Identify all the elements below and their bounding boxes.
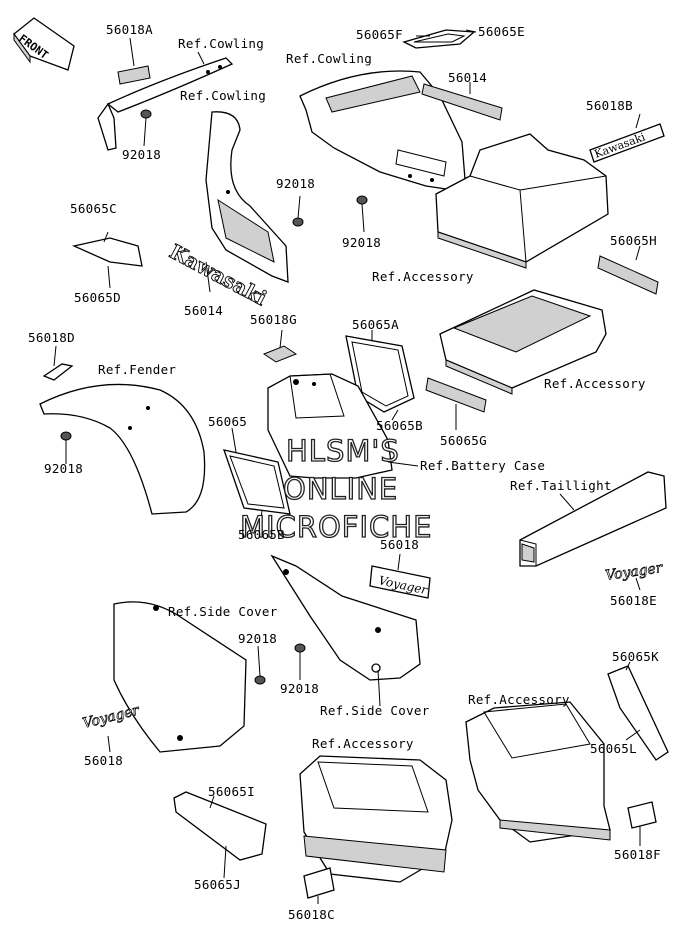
- label-56065L: 56065L: [590, 741, 637, 756]
- label-56018B: 56018B: [586, 98, 633, 113]
- label-56018E: 56018E: [610, 593, 657, 608]
- label-56018F: 56018F: [614, 847, 661, 862]
- leader-lines: [53, 29, 641, 904]
- part-56018C: [303, 867, 335, 899]
- label-92018-b: 92018: [276, 176, 316, 191]
- label-ref-cowling-3: Ref.Cowling: [180, 88, 267, 103]
- watermark-line-2: ONLINE: [282, 472, 399, 506]
- svg-text:Voyager: Voyager: [81, 702, 142, 732]
- part-56018G: [262, 345, 298, 363]
- grommet-92018-b: [292, 217, 304, 227]
- label-56065C: 56065C: [70, 201, 117, 216]
- label-56018A: 56018A: [106, 22, 153, 37]
- label-ref-cowling-2: Ref.Cowling: [286, 51, 373, 66]
- label-ref-cowling-1: Ref.Cowling: [178, 36, 265, 51]
- label-56065D: 56065D: [74, 290, 121, 305]
- grommet-92018-a: [140, 109, 152, 119]
- label-ref-taillight: Ref.Taillight: [510, 478, 612, 493]
- label-56018-center: 56018: [380, 537, 420, 552]
- watermark-line-1: HLSM'S: [285, 434, 400, 468]
- label-92018-a: 92018: [122, 147, 162, 162]
- watermark-line-3: MICROFICHE: [239, 510, 433, 544]
- label-ref-accessory-3: Ref.Accessory: [468, 692, 570, 707]
- label-56065F: 56065F: [356, 27, 403, 42]
- part-56018B-emblem: Kawasaki: [589, 123, 665, 163]
- front-arrow-badge: FRONT: [13, 17, 75, 71]
- part-56065K-L: [607, 665, 669, 761]
- label-56018-left: 56018: [84, 753, 124, 768]
- label-56065B-upper: 56065B: [376, 418, 423, 433]
- cowling-trim-upper: [97, 57, 234, 151]
- part-56018E-emblem: Voyager: [604, 560, 665, 585]
- saddlebag-left: [299, 755, 453, 883]
- label-92018-f: 92018: [280, 681, 320, 696]
- part-56018-emblem-center: Voyager: [369, 565, 431, 599]
- grommet-92018-c: [356, 195, 368, 205]
- label-ref-side-cover-1: Ref.Side Cover: [168, 604, 278, 619]
- label-56018D: 56018D: [28, 330, 75, 345]
- taillight: [519, 471, 667, 567]
- label-56065: 56065: [208, 414, 248, 429]
- label-92018-e: 92018: [238, 631, 278, 646]
- label-56014-lower: 56014: [184, 303, 224, 318]
- battery-case: [267, 373, 393, 479]
- part-56065: [223, 449, 291, 515]
- label-56065I: 56065I: [208, 784, 255, 799]
- label-56065J: 56065J: [194, 877, 241, 892]
- label-56065A: 56065A: [352, 317, 399, 332]
- part-56018-emblem-left: Voyager: [81, 702, 143, 732]
- label-ref-fender: Ref.Fender: [98, 362, 177, 377]
- part-56065E-F: [402, 29, 476, 49]
- part-56018F: [627, 801, 657, 829]
- label-56065B-lower: 56065B: [238, 527, 285, 542]
- label-ref-battery-case: Ref.Battery Case: [420, 458, 546, 473]
- label-ref-accessory-4: Ref.Accessory: [312, 736, 414, 751]
- label-ref-accessory-1: Ref.Accessory: [372, 269, 474, 284]
- front-fender: [39, 383, 206, 515]
- label-56065E: 56065E: [478, 24, 525, 39]
- svg-text:Voyager: Voyager: [604, 560, 664, 584]
- label-92018-d: 92018: [44, 461, 84, 476]
- part-56018D: [42, 363, 74, 381]
- label-56065H: 56065H: [610, 233, 657, 248]
- label-56018G: 56018G: [250, 312, 297, 327]
- label-56065K: 56065K: [612, 649, 659, 664]
- part-56065I-J: [173, 791, 267, 861]
- part-56065H-stripe: [597, 255, 659, 295]
- side-cover-left: [113, 601, 266, 753]
- part-56065C-D: [71, 237, 143, 267]
- label-56014-upper: 56014: [448, 70, 488, 85]
- label-56065G: 56065G: [440, 433, 487, 448]
- label-ref-side-cover-2: Ref.Side Cover: [320, 703, 430, 718]
- part-56018A: [117, 65, 151, 85]
- part-56065G-stripe: [425, 377, 487, 413]
- accessory-trunk: [435, 133, 609, 269]
- saddlebag-right: [465, 701, 611, 843]
- label-92018-c: 92018: [342, 235, 382, 250]
- accessory-trunk-bin: [439, 289, 607, 395]
- part-56014-stripe: [421, 83, 503, 121]
- cowling-left: [205, 111, 289, 283]
- cowling-fairing: [299, 70, 467, 193]
- label-56018C: 56018C: [288, 907, 335, 922]
- label-ref-accessory-2: Ref.Accessory: [544, 376, 646, 391]
